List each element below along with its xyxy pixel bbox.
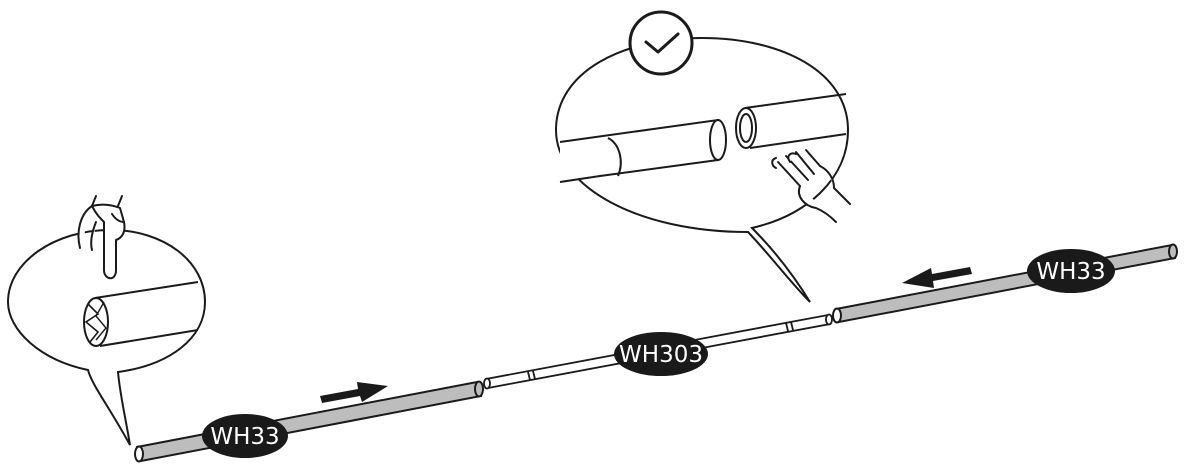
label-middle-pole: WH303 [619, 342, 703, 368]
right-pole [832, 243, 1178, 324]
arrow-icon [902, 267, 972, 288]
left-detail-pole-end [83, 281, 199, 347]
label-tag-middle: WH303 [614, 332, 708, 376]
left-callout-bubble [6, 195, 207, 446]
check-circle-icon [628, 10, 694, 76]
label-tag-left: WH33 [202, 414, 288, 458]
label-tag-right: WH33 [1027, 249, 1115, 293]
arrow-icon [320, 382, 388, 403]
label-left-pole: WH33 [210, 424, 279, 450]
left-pole [134, 380, 484, 463]
middle-callout-bubble [554, 10, 851, 303]
middle-detail-tubes [559, 93, 847, 183]
hand-icon [771, 149, 851, 223]
label-right-pole: WH33 [1036, 259, 1105, 285]
pointing-hand-icon [77, 195, 126, 280]
